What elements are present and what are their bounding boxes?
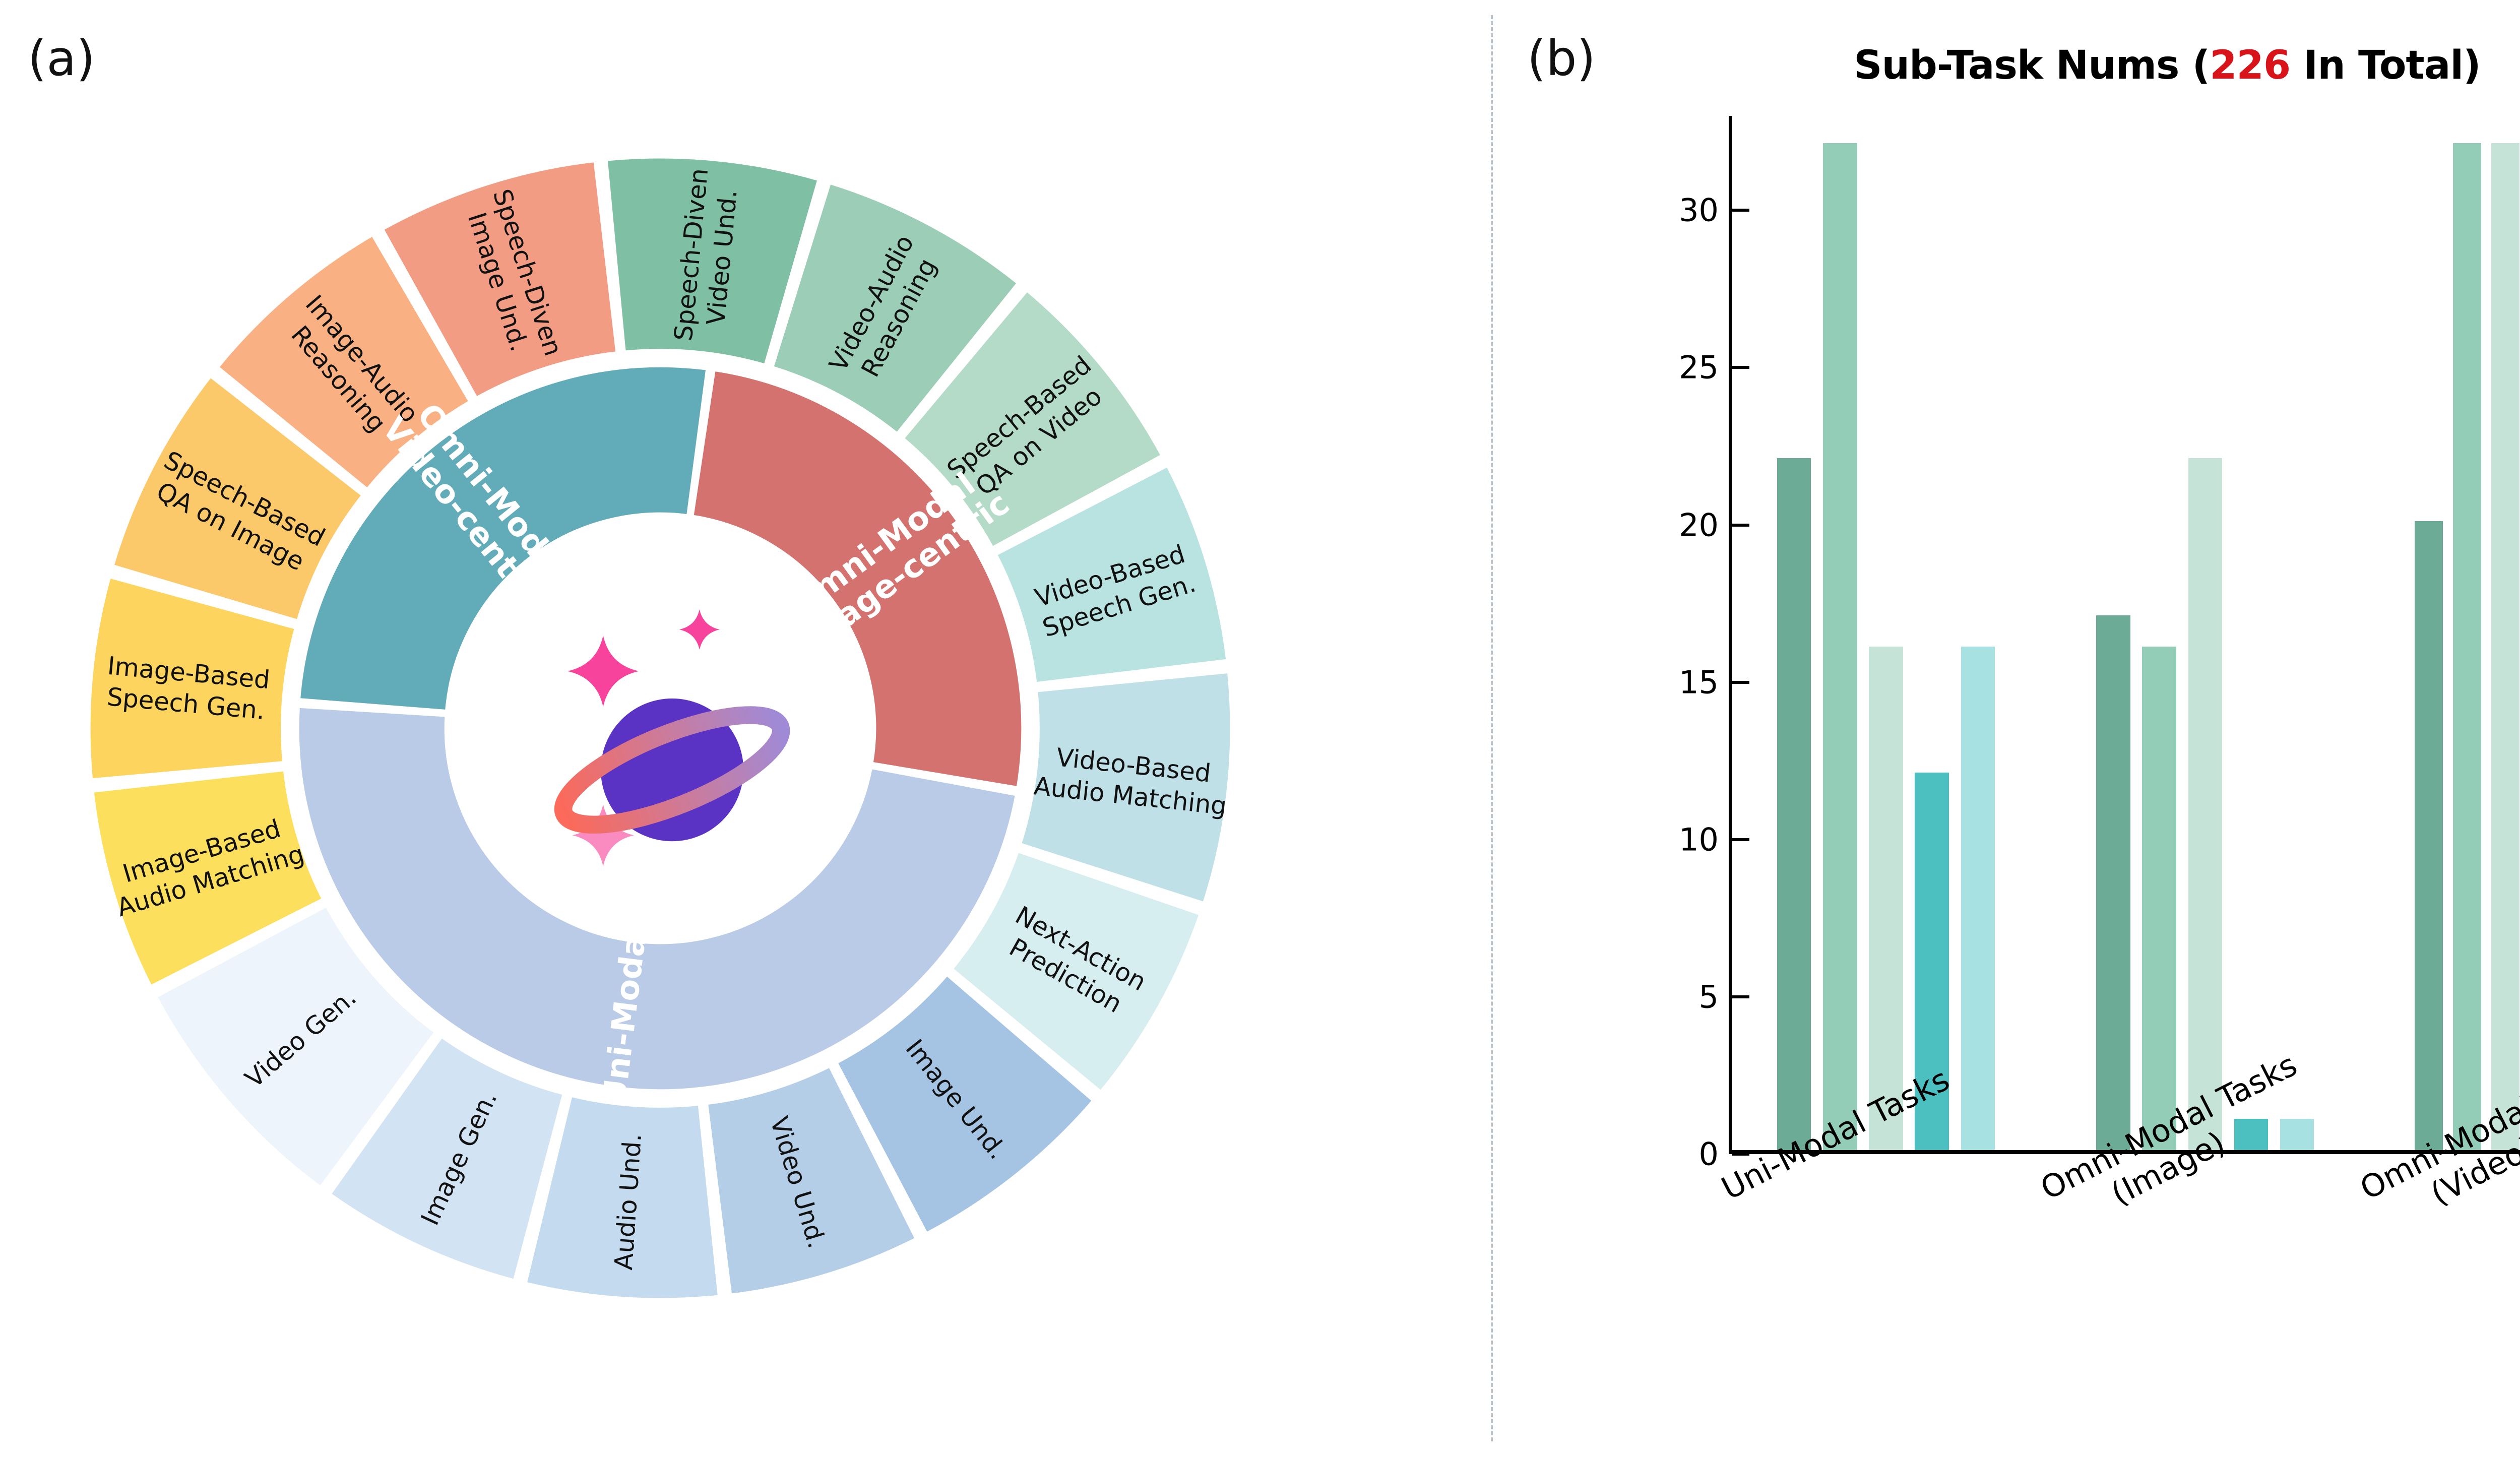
y-tick-label: 0: [1698, 1135, 1719, 1173]
planet-icon: [554, 609, 790, 866]
sunburst-outer-segment[interactable]: [950, 850, 1202, 1094]
sunburst-outer-segment[interactable]: [111, 374, 364, 622]
chart1-title-prefix: Sub-Task Nums (: [1854, 43, 2210, 88]
sunburst-outer-segment[interactable]: [155, 904, 437, 1189]
sunburst-outer-segment[interactable]: [91, 769, 325, 988]
bar: [1961, 647, 1995, 1150]
sunburst-outer-segment[interactable]: [901, 289, 1164, 549]
bar: [2142, 647, 2176, 1150]
y-tick: [1732, 523, 1749, 527]
bar: [2234, 1118, 2269, 1150]
sunburst-inner-segment[interactable]: [689, 367, 1025, 790]
sunburst-outer-segment[interactable]: [706, 1064, 918, 1296]
y-tick: [1732, 1153, 1749, 1156]
planet-body: [601, 699, 744, 842]
sunburst-outer-segment[interactable]: [216, 233, 471, 491]
sunburst-outer-segment[interactable]: [605, 156, 820, 366]
bar: [2096, 615, 2130, 1150]
y-tick-label: 10: [1679, 821, 1719, 858]
y-tick-label: 30: [1679, 192, 1719, 229]
y-tick-label: 5: [1698, 978, 1719, 1016]
bar: [2414, 521, 2443, 1150]
y-tick-label: 15: [1679, 664, 1719, 701]
sunburst-inner-segment[interactable]: [295, 704, 1019, 1093]
sunburst-inner-segment[interactable]: [296, 363, 710, 714]
panel-divider: [1491, 15, 1493, 1441]
chart1-title: Sub-Task Nums (226 In Total): [1578, 43, 2520, 88]
chart1-title-suffix: In Total): [2290, 43, 2481, 88]
bar: [1823, 143, 1857, 1150]
panel-b-charts: (b) Sub-Task Nums (226 In Total) 0 5 10 15 2…: [1507, 0, 2520, 1457]
sunburst-outer-segment[interactable]: [381, 160, 618, 400]
y-tick: [1732, 366, 1749, 369]
bar: [1777, 458, 1811, 1150]
panel-a-label: (a): [28, 30, 95, 87]
bar: [2280, 1118, 2314, 1150]
y-tick: [1732, 680, 1749, 684]
sunburst-outer-segment[interactable]: [994, 464, 1229, 685]
chart1-bars: [1733, 116, 2520, 1150]
sunburst-outer-segment[interactable]: [328, 1035, 565, 1282]
bar: [2452, 143, 2481, 1150]
y-tick: [1732, 209, 1749, 212]
chart1-x-axis: [1729, 1150, 2520, 1154]
bar: [2188, 458, 2223, 1150]
bar: [2491, 143, 2519, 1150]
chart1-plot-area: 0 5 10 15 20 25 30: [1679, 116, 2520, 1173]
panel-b-label: (b): [1527, 30, 1596, 87]
bar: [1869, 647, 1903, 1150]
y-tick-label: 20: [1679, 506, 1719, 543]
y-tick: [1732, 838, 1749, 841]
y-tick: [1732, 995, 1749, 998]
chart-sub-task-nums: Sub-Task Nums (226 In Total) 0 5 10 15 20 25 3…: [1578, 0, 2520, 1457]
sunburst-outer-segment[interactable]: [771, 181, 1020, 435]
sunburst-outer-segment[interactable]: [1019, 670, 1233, 905]
sunburst-outer-segment[interactable]: [835, 973, 1095, 1235]
chart1-y-axis: [1729, 116, 1732, 1154]
sunburst-outer-segment[interactable]: [88, 576, 297, 781]
y-tick-label: 25: [1679, 349, 1719, 386]
sunburst-outer-segment[interactable]: [524, 1094, 720, 1301]
bar: [1915, 772, 1949, 1150]
chart1-title-number: 226: [2210, 43, 2291, 88]
